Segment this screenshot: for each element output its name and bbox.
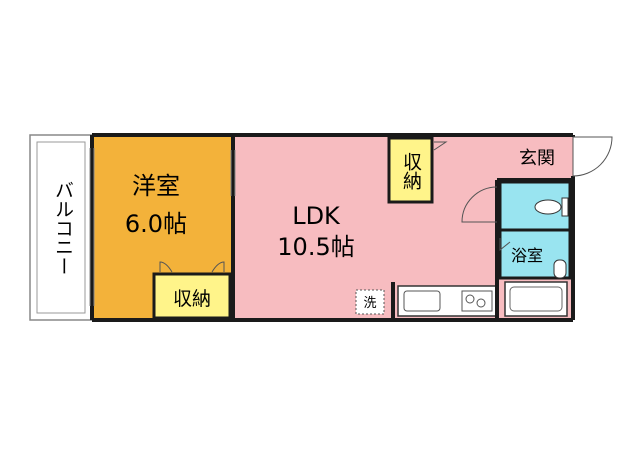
western-room-name: 洋室	[132, 172, 180, 200]
balcony: バルコニー	[29, 134, 93, 321]
western-room-size: 6.0帖	[125, 210, 187, 238]
ldk-name: LDK	[292, 202, 341, 230]
kitchen-counter	[397, 285, 497, 317]
toilet-door	[461, 186, 498, 223]
bathroom-door	[499, 238, 511, 252]
western-storage: 収納	[152, 261, 232, 320]
sink-icon	[553, 259, 567, 279]
entrance-label: 玄関	[519, 148, 555, 169]
walls	[90, 133, 575, 322]
ldk-storage-label: 収納	[400, 152, 422, 190]
window-marks	[89, 148, 236, 306]
toilet-room	[498, 180, 572, 232]
toilet-tank-icon	[561, 197, 569, 217]
entrance-door	[572, 136, 613, 177]
stove-burner-icon	[476, 298, 486, 308]
balcony-label: バルコニー	[52, 181, 74, 276]
kitchen-sink-icon	[403, 290, 441, 312]
washer-label: 洗	[363, 296, 376, 311]
western-storage-label: 収納	[173, 288, 211, 310]
ldk-storage: 収納	[387, 136, 448, 204]
washer-space: 洗	[355, 289, 385, 315]
toilet-bowl-icon	[534, 199, 562, 215]
bathroom: 浴室	[498, 228, 572, 280]
stove-burner-icon	[465, 294, 475, 304]
ldk-size: 10.5帖	[277, 233, 354, 261]
bathroom-label: 浴室	[511, 246, 543, 265]
bathtub	[504, 281, 568, 317]
